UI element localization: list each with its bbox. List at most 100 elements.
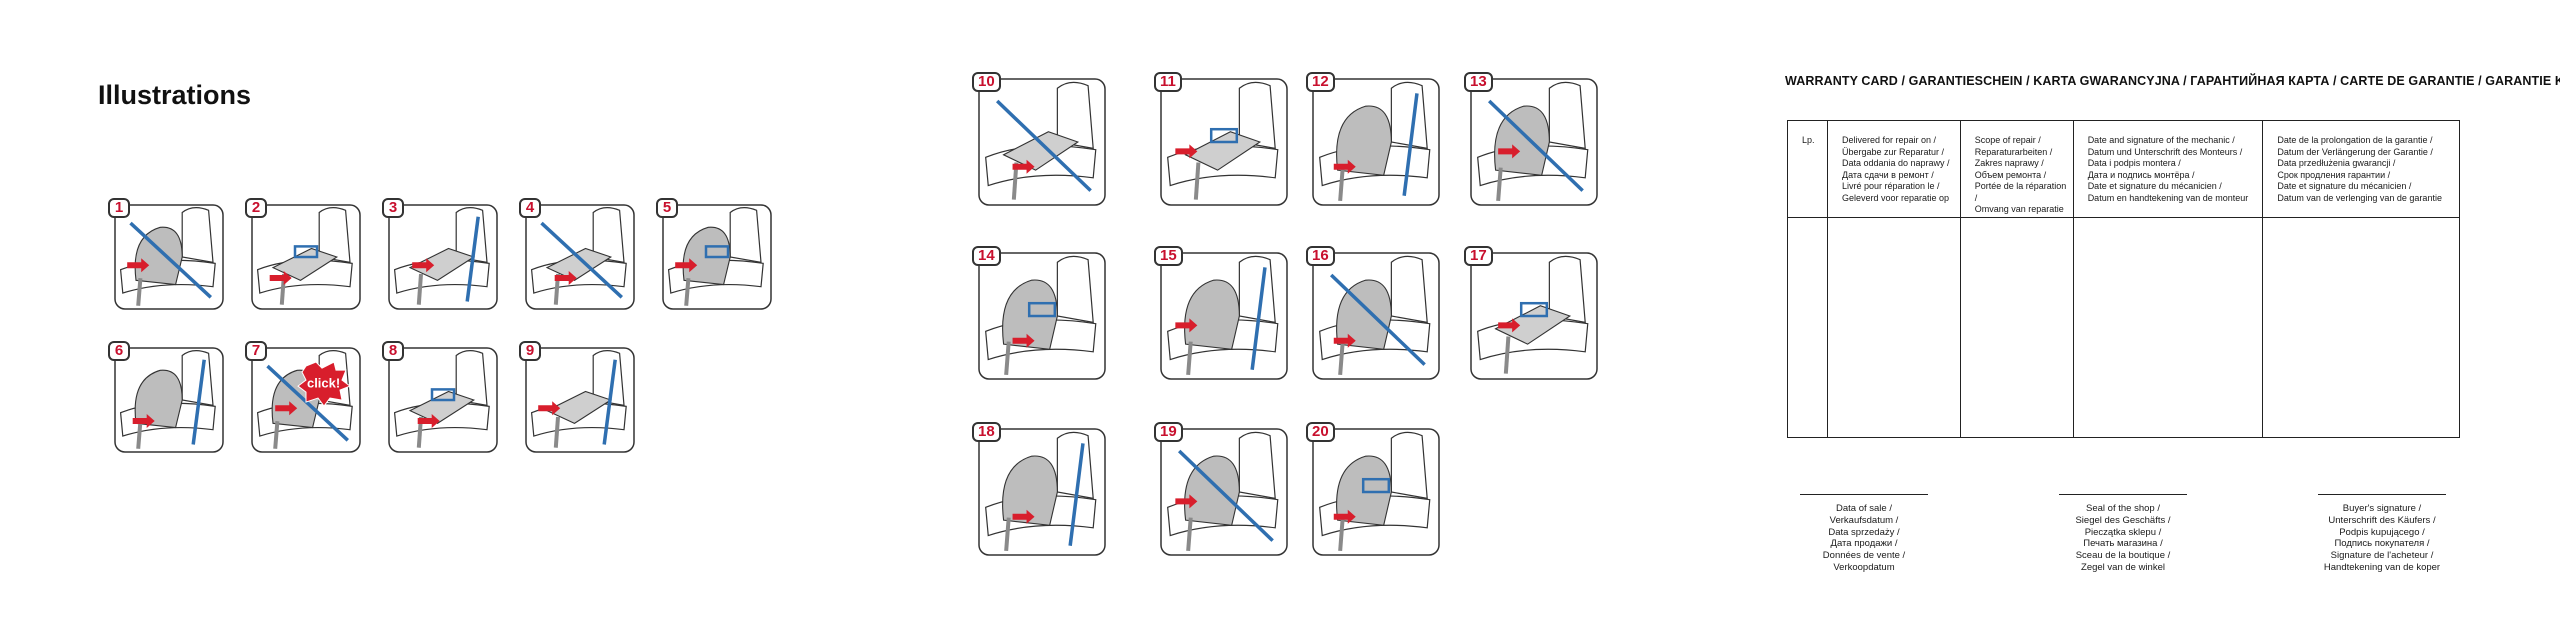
support-leg	[553, 416, 560, 448]
text-line: Date de la prolongation de la garantie /	[2277, 135, 2433, 145]
car-seat-backrest	[1238, 431, 1276, 500]
figure-number: 4	[519, 198, 541, 218]
car-seat-backrest	[318, 207, 351, 264]
car-seat-backrest	[1238, 255, 1276, 324]
entry-cell-scope[interactable]	[1959, 217, 2074, 438]
figure-11: 11	[1154, 72, 1288, 206]
figure-13: 13	[1464, 72, 1598, 206]
direction-arrow-icon	[127, 258, 150, 273]
seat-belt	[1402, 93, 1419, 196]
text-line: Portée de la réparation /	[1974, 181, 2067, 203]
figure-illustration: click!	[251, 347, 361, 453]
text-line: Omvang van reparatie	[1974, 204, 2064, 214]
text-line: Verkoopdatum	[1833, 561, 1895, 573]
seat-belt	[540, 221, 623, 299]
support-leg	[273, 421, 280, 449]
car-seat-backrest	[1056, 255, 1094, 324]
figure-illustration	[1160, 428, 1288, 556]
direction-arrow-icon	[1012, 159, 1035, 174]
figure-4: 4	[519, 198, 635, 310]
figure-illustration	[525, 347, 635, 453]
direction-arrow-icon	[538, 401, 561, 416]
text-line: Sceau de la boutique /	[2075, 550, 2171, 562]
entry-cell-delivered[interactable]	[1826, 217, 1961, 438]
text-line: Date et signature du mécanicien /	[2277, 181, 2412, 191]
support-leg	[1338, 517, 1345, 552]
text-line: Дата сдачи в ремонт /	[1841, 169, 1934, 180]
text-line: Data sprzedaży /	[1828, 526, 1900, 538]
car-seat-backrest	[1390, 255, 1428, 324]
text-line: Datum der Verlängerung der Garantie /	[2277, 146, 2433, 157]
figure-3: 3	[382, 198, 498, 310]
direction-arrow-icon	[132, 414, 155, 429]
child-seat-shell	[1184, 455, 1240, 526]
car-seat-backrest	[1238, 81, 1276, 150]
figure-10: 10	[972, 72, 1106, 206]
click-burst-icon	[297, 361, 352, 407]
direction-arrow-icon	[275, 401, 298, 416]
figure-illustration	[525, 204, 635, 310]
text-line: Data of sale /	[1836, 503, 1892, 514]
signature-line[interactable]	[1800, 494, 1928, 495]
figure-1: 1	[108, 198, 224, 310]
figure-illustration	[662, 204, 772, 310]
child-seat-shell	[1184, 279, 1240, 350]
direction-arrow-icon	[1498, 144, 1521, 159]
direction-arrow-icon	[1333, 333, 1356, 348]
support-leg	[136, 421, 143, 449]
signature-line[interactable]	[2059, 494, 2187, 495]
figure-18: 18	[972, 422, 1106, 556]
text-line: Печать магазина /	[2083, 538, 2163, 550]
entry-cell-mechanic[interactable]	[2072, 217, 2264, 438]
entry-cell-lp[interactable]	[1787, 217, 1828, 438]
figure-illustration	[1312, 78, 1440, 206]
figure-17: 17	[1464, 246, 1598, 380]
figure-number: 2	[245, 198, 267, 218]
direction-arrow-icon	[1175, 318, 1198, 333]
figure-illustration	[1312, 428, 1440, 556]
entry-cell-extension[interactable]	[2262, 217, 2460, 438]
car-seat-backrest	[181, 207, 214, 264]
text-line: Zegel van de winkel	[2081, 561, 2165, 573]
direction-arrow-icon	[1012, 509, 1035, 524]
figure-12: 12	[1306, 72, 1440, 206]
seat-belt	[129, 221, 212, 299]
figure-illustration	[388, 347, 498, 453]
text-line: Livré pour réparation le /	[1841, 181, 1940, 191]
figure-number: 13	[1464, 72, 1493, 92]
figure-number: 16	[1306, 246, 1335, 266]
text-line: Объем ремонта /	[1974, 169, 2047, 180]
car-seat-backrest	[455, 350, 488, 407]
text-line: Siegel des Geschäfts /	[2075, 514, 2171, 526]
figure-illustration	[978, 78, 1106, 206]
figure-number: 11	[1154, 72, 1182, 92]
warranty-table: Lp. Delivered for repair on /Übergabe zu…	[1787, 120, 2460, 438]
seat-belt	[1329, 273, 1426, 366]
figure-number: 8	[382, 341, 404, 361]
text-line: Datum und Unterschrift des Monteurs /	[2087, 146, 2243, 157]
isofix-connector	[1519, 301, 1549, 318]
seat-belt	[465, 216, 480, 302]
direction-arrow-icon	[675, 258, 698, 273]
isofix-connector	[704, 245, 730, 259]
signature-line[interactable]	[2318, 494, 2446, 495]
figure-illustration	[1470, 78, 1598, 206]
figure-illustration	[1312, 252, 1440, 380]
direction-arrow-icon	[554, 271, 577, 286]
figure-number: 19	[1154, 422, 1183, 442]
support-leg	[1186, 517, 1193, 552]
text-line: Handtekening van de koper	[2323, 561, 2441, 573]
support-leg	[1004, 341, 1011, 376]
text-line: Buyer's signature /	[2342, 503, 2422, 514]
text-line: Data i podpis montera /	[2087, 158, 2181, 168]
seat-belt	[995, 99, 1092, 192]
figure-8: 8	[382, 341, 498, 453]
child-seat-shell	[134, 369, 183, 429]
figure-number: 14	[972, 246, 1001, 266]
figure-number: 10	[972, 72, 1001, 92]
direction-arrow-icon	[269, 271, 292, 286]
text-line: Delivered for repair on /	[1841, 135, 1937, 145]
header-delivered: Delivered for repair on /Übergabe zur Re…	[1826, 120, 1961, 218]
